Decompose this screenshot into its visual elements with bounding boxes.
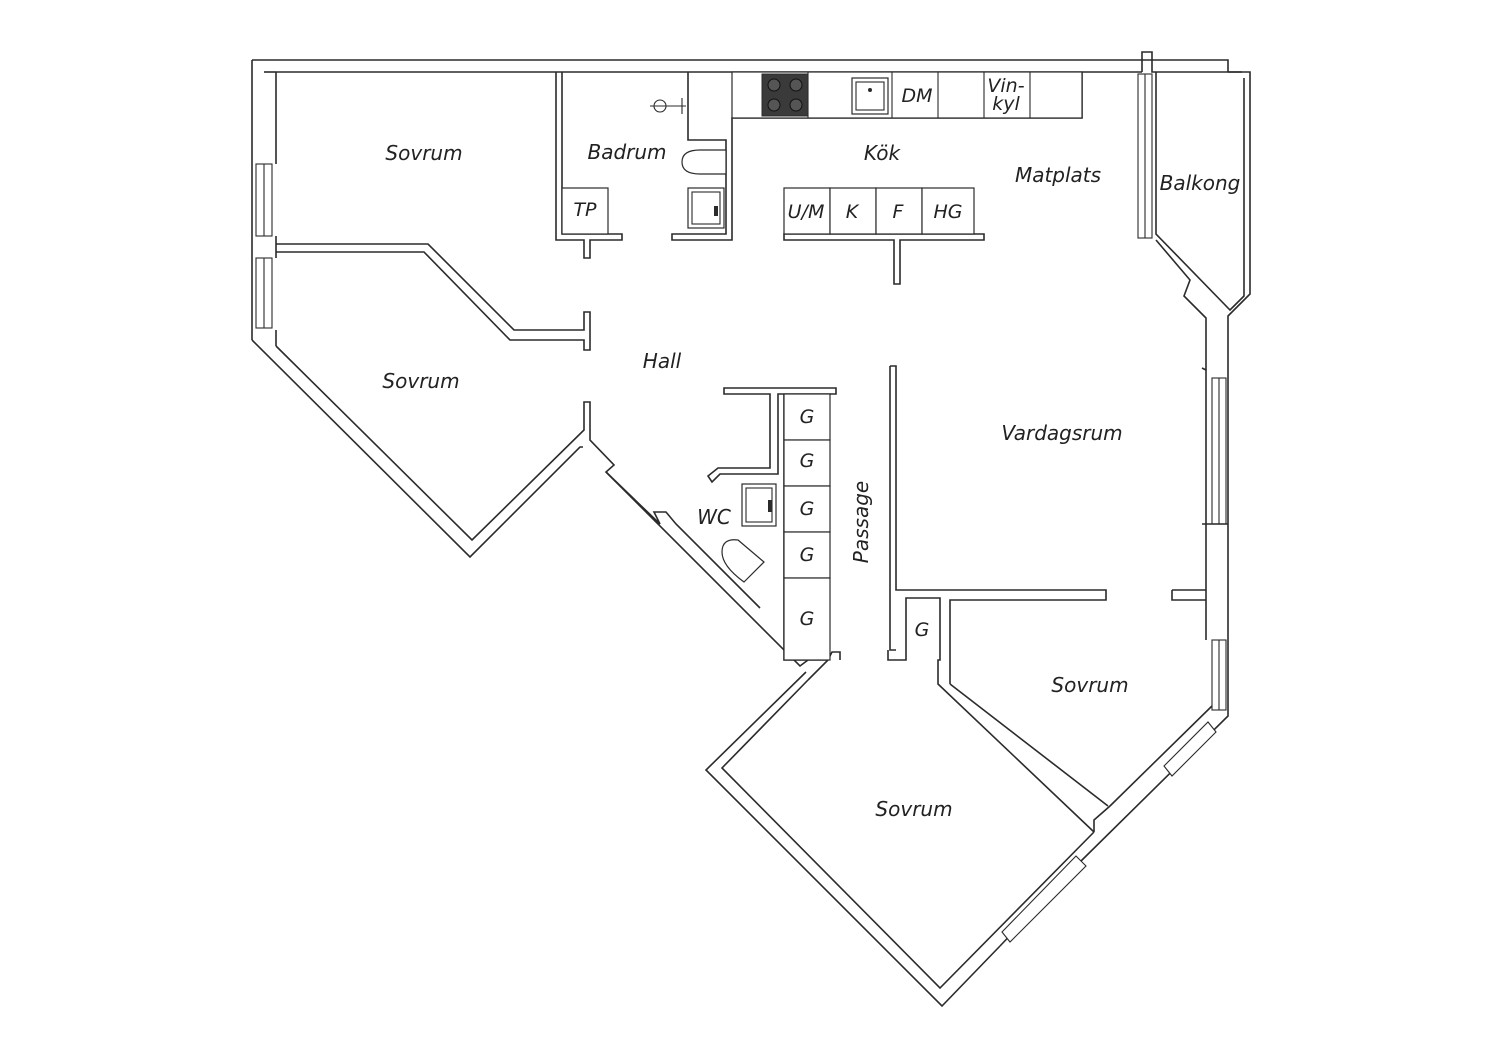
room-label-kok: Kök [864, 141, 902, 165]
closet-label-g: G [800, 498, 815, 520]
closet-label-g: G [915, 619, 930, 641]
room-label-balkong: Balkong [1160, 171, 1241, 195]
fixture-label-vinkyl-1: Vin- [987, 75, 1024, 97]
closet-label-g: G [800, 406, 815, 428]
fixture-label-tp: TP [573, 199, 597, 221]
room-label-sovrum-3: Sovrum [1051, 673, 1128, 697]
room-label-passage: Passage [849, 481, 873, 563]
closet-label-g: G [800, 450, 815, 472]
wc-fixtures [721, 483, 777, 583]
room-label-wc: WC [697, 505, 731, 529]
fixture-label-um: U/M [788, 201, 825, 223]
shower-icon [650, 98, 686, 114]
wc-toilet-icon [721, 539, 765, 583]
room-label-sovrum-1: Sovrum [385, 141, 462, 165]
bathroom-fixtures [561, 98, 727, 235]
closet-label-g: G [800, 608, 815, 630]
sink-icon [851, 77, 889, 115]
toilet-icon [681, 149, 727, 175]
room-label-vardagsrum: Vardagsrum [1001, 421, 1122, 445]
fixture-labels: TP DM Vin- kyl U/M K F HG G G G G G G [573, 75, 1024, 641]
room-labels: Sovrum Sovrum Sovrum Sovrum Badrum Kök M… [382, 140, 1240, 821]
closets [783, 393, 831, 661]
stove-icon [761, 73, 809, 117]
room-label-matplats: Matplats [1015, 163, 1101, 187]
fixture-label-vinkyl-2: kyl [992, 93, 1020, 115]
room-label-hall: Hall [643, 349, 682, 373]
fixture-label-k: K [846, 201, 860, 223]
closet-label-g: G [800, 544, 815, 566]
windows [255, 73, 1227, 943]
fixture-label-hg: HG [933, 201, 962, 223]
room-label-sovrum-4: Sovrum [875, 797, 952, 821]
kitchen-counter [731, 71, 1083, 119]
fixture-label-f: F [893, 201, 905, 223]
outer-walls [251, 51, 1251, 1008]
room-label-badrum: Badrum [587, 140, 666, 164]
room-label-sovrum-2: Sovrum [382, 369, 459, 393]
fixture-label-dm: DM [901, 85, 932, 107]
washbasin-icon [687, 187, 725, 229]
kitchen-island [783, 187, 975, 235]
